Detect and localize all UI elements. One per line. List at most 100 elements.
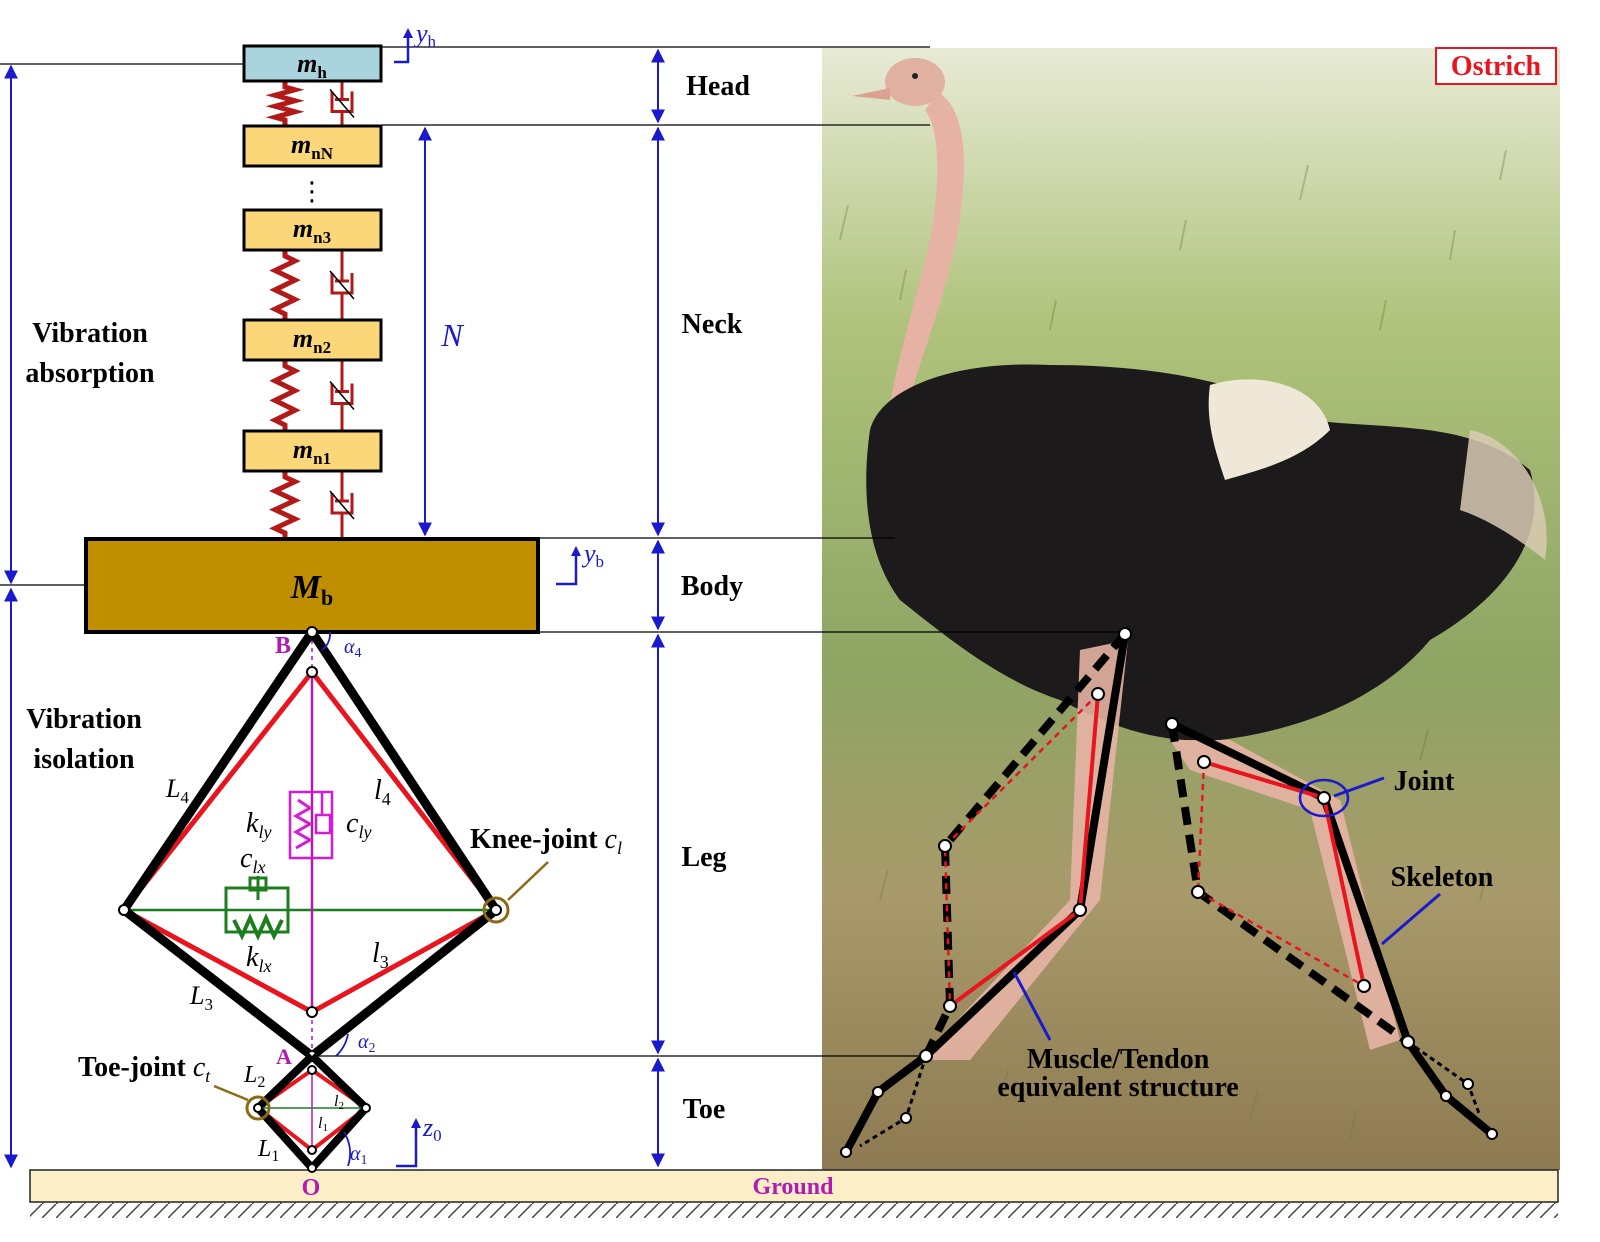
ground	[29, 1169, 1559, 1218]
damper-0-part-4	[329, 89, 355, 118]
label-klx-sym: k	[246, 942, 259, 973]
mass-nN-sub: nN	[311, 144, 333, 163]
label-clx-sub: lx	[252, 857, 265, 877]
label-clx-sym: c	[240, 843, 253, 874]
coord-yh: yh	[394, 19, 437, 64]
spring-damper-stack	[265, 81, 355, 539]
mass-head: mh	[242, 44, 383, 83]
vibration-absorption-line1: Vibration	[32, 318, 148, 349]
label-l3-sym: l	[372, 938, 380, 969]
knee-joint-sym: c	[605, 824, 618, 855]
label-kly: kly	[246, 808, 271, 842]
mass-head-sub: h	[317, 63, 327, 82]
label-cly-sub: ly	[358, 822, 371, 842]
damper-1-part-4	[329, 270, 355, 300]
segment-leg: Leg	[681, 842, 726, 873]
label-clx: clx	[240, 843, 265, 877]
label-L2-sub: 2	[257, 1074, 265, 1091]
label-cly-sym: c	[346, 808, 359, 839]
svg-text:yh: yh	[413, 19, 437, 51]
photo-label-skeleton: Skeleton	[1391, 862, 1494, 893]
leg-mechanism	[118, 626, 549, 1173]
ostrich-skeleton-overlay	[840, 627, 1498, 1158]
mass-nN-sym: m	[291, 130, 311, 159]
coord-z0: z0	[396, 1113, 442, 1168]
angle-a1-sym: α	[350, 1143, 361, 1165]
mass-n3-sym: m	[293, 214, 313, 243]
label-L1: L1	[257, 1136, 279, 1165]
label-l2-sym: l	[334, 1093, 339, 1110]
knee-joint-sub: l	[617, 838, 622, 858]
label-L3: L3	[189, 981, 213, 1014]
angle-a2: α2	[358, 1031, 376, 1056]
label-l1-sym: l	[318, 1115, 323, 1132]
coord-z0-sub: 0	[433, 1126, 442, 1145]
angle-a2-sym: α	[358, 1031, 369, 1053]
label-L4-sym: L	[165, 774, 180, 803]
ostrich-label-box	[1435, 47, 1557, 85]
vibration-isolation-line1: Vibration	[26, 704, 142, 735]
mass-n2-sub: n2	[313, 338, 331, 357]
coord-yh-sub: h	[428, 32, 437, 51]
toe-joint-label: Toe-joint ct	[78, 1052, 211, 1086]
damper-2-part-4	[329, 381, 355, 410]
toe-joint-sub: t	[205, 1066, 211, 1086]
mass-neck-1: mn1	[242, 429, 383, 473]
svg-text:mh: mh	[297, 49, 327, 82]
coord-yb-sym: y	[581, 539, 596, 568]
label-klx-sub: lx	[258, 956, 271, 976]
ostrich-photo	[822, 48, 1560, 1170]
label-L2-sym: L	[243, 1062, 257, 1088]
angle-a4: α4	[344, 636, 362, 661]
spring-1	[269, 250, 301, 320]
label-l3: l3	[372, 938, 389, 972]
label-kly-sym: k	[246, 808, 259, 839]
segment-head: Head	[686, 71, 750, 102]
label-L1-sym: L	[257, 1136, 271, 1162]
mass-n1-sym: m	[293, 435, 313, 464]
svg-text:mn3: mn3	[293, 214, 331, 247]
ostrich-label: Ostrich	[1451, 51, 1542, 82]
label-kly-sub: ly	[258, 822, 271, 842]
ellipsis: ⋮	[299, 177, 325, 207]
mass-n3-sub: n3	[313, 228, 331, 247]
angle-a1: α1	[350, 1143, 368, 1168]
angle-a4-sub: 4	[355, 646, 362, 661]
label-L1-sub: 1	[271, 1148, 279, 1165]
coord-z0-sym: z	[422, 1113, 433, 1142]
vibration-isolation-line2: isolation	[33, 744, 135, 775]
label-L2: L2	[243, 1062, 265, 1091]
label-l4-sym: l	[374, 775, 382, 806]
angle-a4-sym: α	[344, 636, 355, 658]
label-L4-sub: 4	[180, 788, 189, 807]
point-A: A	[276, 1044, 292, 1069]
point-O: O	[302, 1175, 321, 1201]
knee-joint-text: Knee-joint	[470, 824, 605, 855]
mass-body: Mb	[84, 537, 540, 634]
label-cly: cly	[346, 808, 371, 842]
svg-text:z0: z0	[422, 1113, 442, 1145]
label-l1: l1	[318, 1115, 328, 1134]
mass-neck-2: mn2	[242, 318, 383, 362]
mass-body-sym: M	[290, 569, 323, 606]
knee-joint-label: Knee-joint cl	[470, 824, 622, 858]
vibration-absorption-line2: absorption	[25, 358, 155, 389]
label-l1-sub: 1	[322, 1122, 328, 1134]
photo-label-muscle-line2: equivalent structure	[997, 1072, 1238, 1103]
label-l4-sub: 4	[382, 789, 391, 809]
photo-label-muscle-line1: Muscle/Tendon	[1027, 1044, 1210, 1075]
mass-neck-N: mnN	[242, 124, 383, 168]
mass-n2-sym: m	[293, 324, 313, 353]
label-l3-sub: 3	[380, 952, 389, 972]
mass-head-sym: m	[297, 49, 317, 78]
angle-a2-sub: 2	[369, 1041, 376, 1056]
toe-joint-sym: c	[193, 1052, 206, 1083]
label-klx: klx	[246, 942, 271, 976]
label-l2: l2	[334, 1093, 344, 1112]
spring-2	[269, 360, 301, 431]
label-L3-sym: L	[189, 981, 204, 1010]
svg-text:Mb: Mb	[290, 569, 333, 610]
label-L4: L4	[165, 774, 189, 807]
neck-count-label: N	[440, 317, 464, 353]
